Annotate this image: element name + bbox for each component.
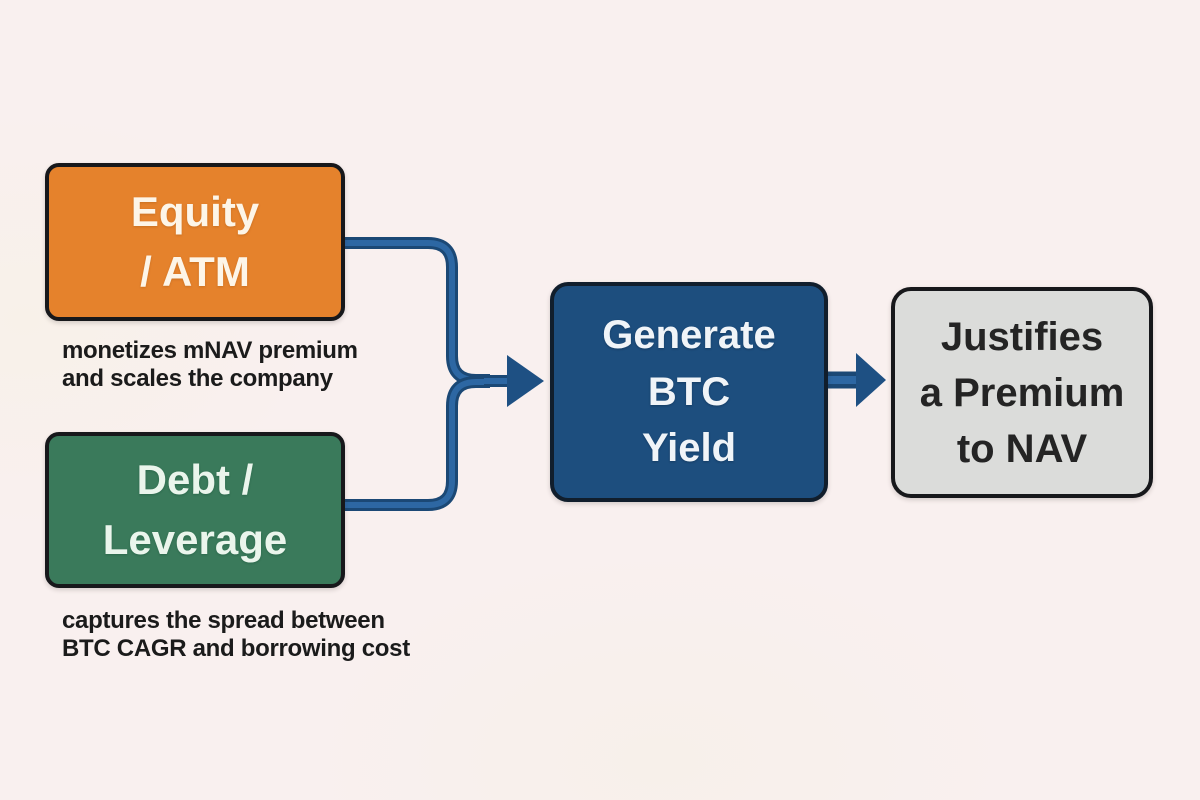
- node-debt-label-line1: Debt /: [136, 456, 254, 504]
- node-justifies-label-line1: Justifies: [940, 314, 1104, 359]
- caption-equity-atm: monetizes mNAV premium and scales the co…: [62, 337, 522, 393]
- connector-debt-outline: [336, 376, 490, 511]
- node-generate-label-line2: BTC: [647, 369, 731, 414]
- connector-debt-core: [336, 379, 490, 508]
- node-justifies-label-line3: to NAV: [956, 426, 1088, 471]
- caption-equity-line2: and scales the company: [62, 365, 333, 392]
- caption-debt-leverage: captures the spread between BTC CAGR and…: [62, 607, 522, 663]
- node-equity-label-line1: Equity: [130, 188, 260, 236]
- caption-debt-line2: BTC CAGR and borrowing cost: [62, 635, 410, 662]
- node-justifies-label-line2: a Premium: [919, 370, 1125, 415]
- node-equity-label-line2: / ATM: [140, 248, 250, 295]
- node-equity-atm: Equity / ATM: [45, 163, 345, 321]
- node-generate-btc-yield: Generate BTC Yield: [550, 282, 828, 502]
- merge-arrowhead-icon: [507, 355, 544, 407]
- node-generate-label-line3: Yield: [641, 426, 737, 471]
- caption-equity-line1: monetizes mNAV premium: [62, 337, 358, 364]
- caption-debt-line1: captures the spread between: [62, 607, 385, 634]
- flow-arrowhead-icon: [856, 353, 886, 407]
- node-justifies-premium-nav: Justifies a Premium to NAV: [891, 287, 1153, 498]
- node-generate-label-line1: Generate: [602, 312, 776, 357]
- node-debt-leverage: Debt / Leverage: [45, 432, 345, 588]
- node-debt-label-line2: Leverage: [102, 516, 288, 563]
